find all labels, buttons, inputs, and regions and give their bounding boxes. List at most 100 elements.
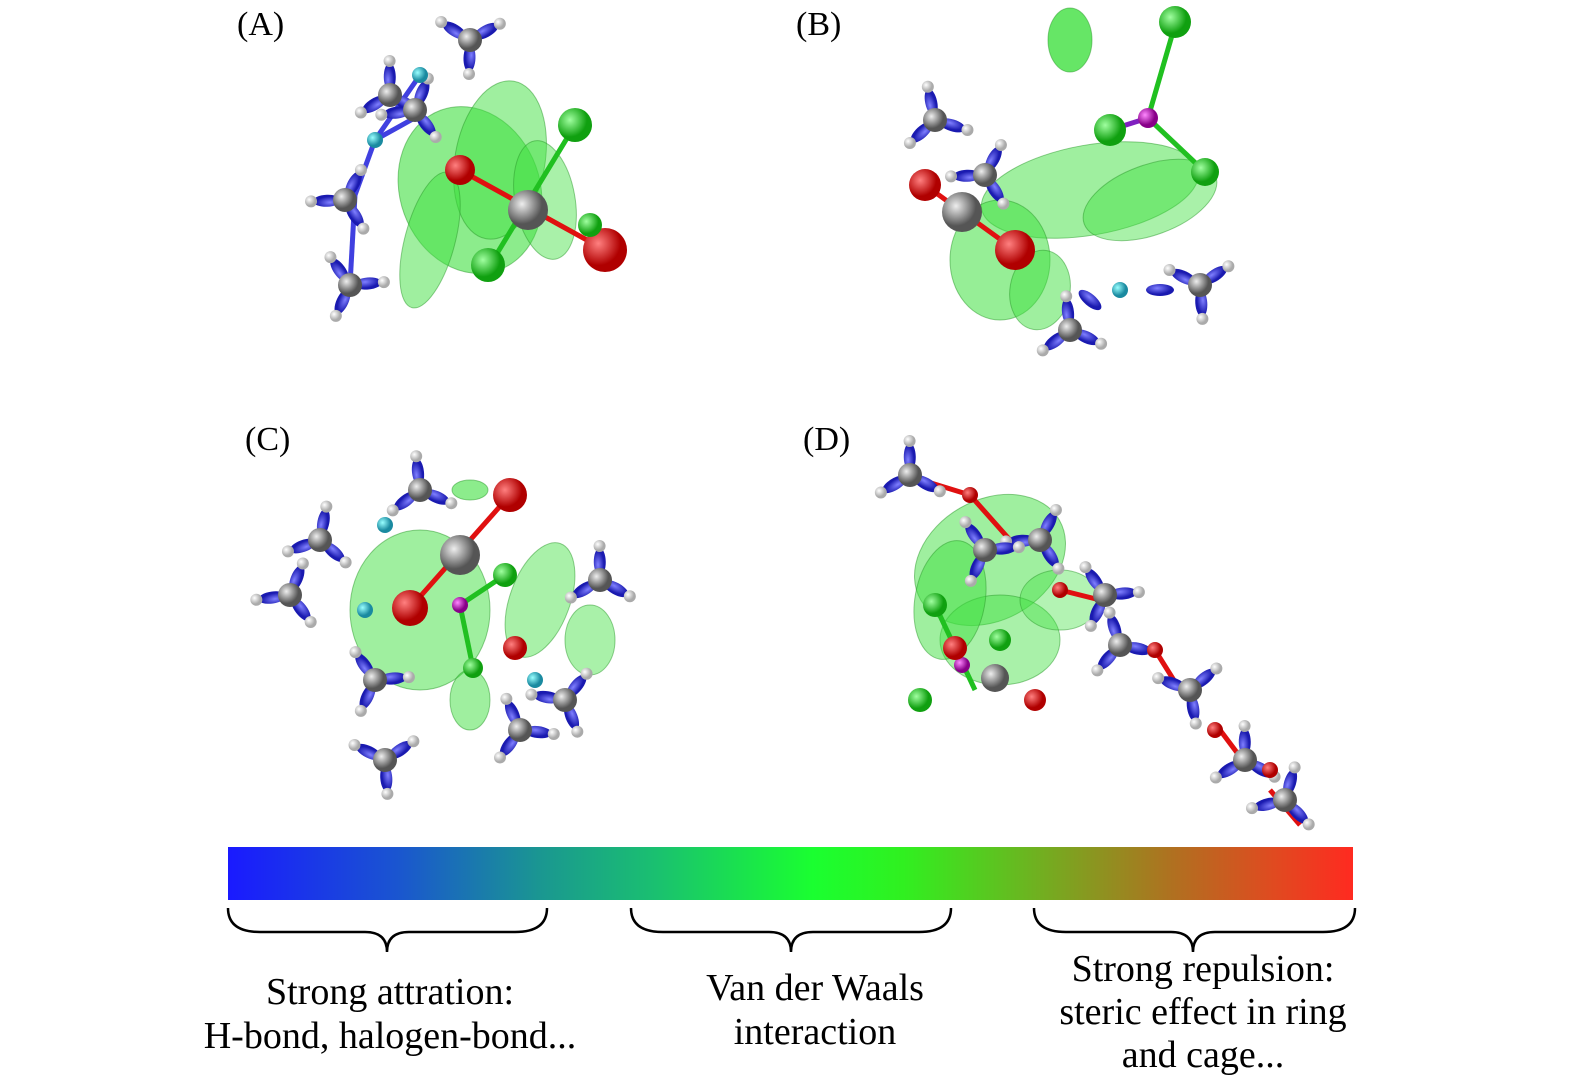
panel-label-c: (C): [245, 421, 291, 458]
chlorine-atom: [1094, 114, 1126, 146]
hydrogen-atom: [354, 704, 367, 717]
hydrogen-atom: [961, 124, 974, 137]
phosphorus-atom: [954, 657, 970, 673]
hydrogen-atom: [500, 692, 513, 705]
carbon-atom: [408, 478, 432, 502]
hydrogen-atom: [349, 646, 362, 659]
phosphorus-atom: [452, 597, 468, 613]
hydrogen-atom: [493, 751, 506, 764]
carbon-atom: [403, 98, 427, 122]
oxygen-atom: [909, 169, 941, 201]
hydrogen-atom: [281, 545, 294, 558]
hydrogen-atom: [997, 197, 1010, 210]
hydrogen-atom: [571, 725, 584, 738]
molecular-structures: [250, 6, 1315, 831]
hydrogen-atom: [903, 136, 916, 149]
chlorine-atom: [1159, 6, 1191, 38]
chlorine-atom: [471, 248, 505, 282]
hydrogen-atom: [324, 251, 337, 264]
hydrogen-atom: [381, 787, 394, 800]
hydrogen-atom: [429, 130, 442, 143]
hydrogen-atom: [564, 591, 577, 604]
hydrogen-atom: [320, 500, 333, 513]
nci-isosurface: [451, 479, 489, 501]
hydrogen-atom: [407, 735, 420, 748]
brace-vdw: [629, 907, 953, 953]
hydrogen-atom: [329, 309, 342, 322]
carbon-atom: [1273, 788, 1297, 812]
label-line: Strong repulsion:: [1071, 948, 1335, 990]
nci-isosurface: [449, 669, 491, 731]
carbon-atom: [333, 188, 357, 212]
nitrogen-atom: [367, 132, 383, 148]
carbon-atom: [553, 688, 577, 712]
hydrogen-atom: [250, 593, 263, 606]
oxygen-atom: [392, 590, 428, 626]
carbon-atom: [508, 190, 548, 230]
hydrogen-atom: [1209, 771, 1222, 784]
hydrogen-atom: [383, 55, 396, 68]
oxygen-atom: [493, 478, 527, 512]
chlorine-atom: [463, 658, 483, 678]
carbon-atom: [378, 83, 402, 107]
oxygen-atom: [1207, 722, 1223, 738]
carbon-atom: [1108, 633, 1132, 657]
nitrogen-atom: [412, 67, 428, 83]
carbon-atom: [1178, 678, 1202, 702]
hydrogen-atom: [1049, 503, 1062, 516]
oxygen-atom: [503, 636, 527, 660]
hydrogen-atom: [493, 17, 506, 30]
hydrogen-atom: [1163, 263, 1176, 276]
nitrogen-atom: [527, 672, 543, 688]
carbon-atom: [1058, 318, 1082, 342]
hydrogen-atom: [1079, 561, 1092, 574]
hydrogen-atom: [874, 486, 887, 499]
carbon-atom: [973, 163, 997, 187]
panel-label-a: (A): [237, 6, 285, 43]
chlorine-atom: [908, 688, 932, 712]
hydrogen-atom: [1036, 344, 1049, 357]
oxygen-atom: [1024, 689, 1046, 711]
brace-attraction: [226, 907, 549, 953]
carbon-atom: [363, 668, 387, 692]
hydrogen-atom: [623, 590, 636, 603]
hydrogen-atom: [348, 738, 361, 751]
carbon-atom: [508, 718, 532, 742]
hydrogen-atom: [354, 106, 367, 119]
carbon-atom: [898, 463, 922, 487]
hydrogen-atom: [1095, 337, 1108, 350]
oxygen-atom: [1262, 762, 1278, 778]
nci-disk: [1146, 284, 1174, 296]
bond: [457, 604, 476, 669]
hydrogen-atom: [1210, 662, 1223, 675]
carbon-atom: [981, 664, 1009, 692]
hydrogen-atom: [296, 557, 309, 570]
hydrogen-atom: [903, 435, 916, 448]
label-line: steric effect in ring: [1059, 991, 1347, 1033]
panel-label-b: (B): [796, 6, 842, 43]
carbon-atom: [1028, 528, 1052, 552]
hydrogen-atom: [1189, 717, 1202, 730]
hydrogen-atom: [964, 574, 977, 587]
nci-disk: [1078, 289, 1102, 311]
hydrogen-atom: [1152, 672, 1165, 685]
hydrogen-atom: [1245, 802, 1258, 815]
carbon-atom: [942, 192, 982, 232]
nci-isosurface: [913, 540, 987, 660]
carbon-atom: [458, 28, 482, 52]
label-line: H-bond, halogen-bond...: [203, 1015, 577, 1057]
label-van-der-waals: Van der Waals interaction: [706, 966, 924, 1054]
hydrogen-atom: [1222, 260, 1235, 273]
nitrogen-atom: [377, 517, 393, 533]
hydrogen-atom: [1103, 606, 1116, 619]
bond: [968, 493, 1012, 542]
carbon-atom: [373, 748, 397, 772]
hydrogen-atom: [921, 80, 934, 93]
nci-isosurface: [564, 604, 616, 676]
carbon-atom: [278, 583, 302, 607]
label-strong-attraction: Strong attration: H-bond, halogen-bond..…: [204, 970, 577, 1058]
hydrogen-atom: [1132, 586, 1145, 599]
hydrogen-atom: [1302, 818, 1315, 831]
nitrogen-atom: [357, 602, 373, 618]
